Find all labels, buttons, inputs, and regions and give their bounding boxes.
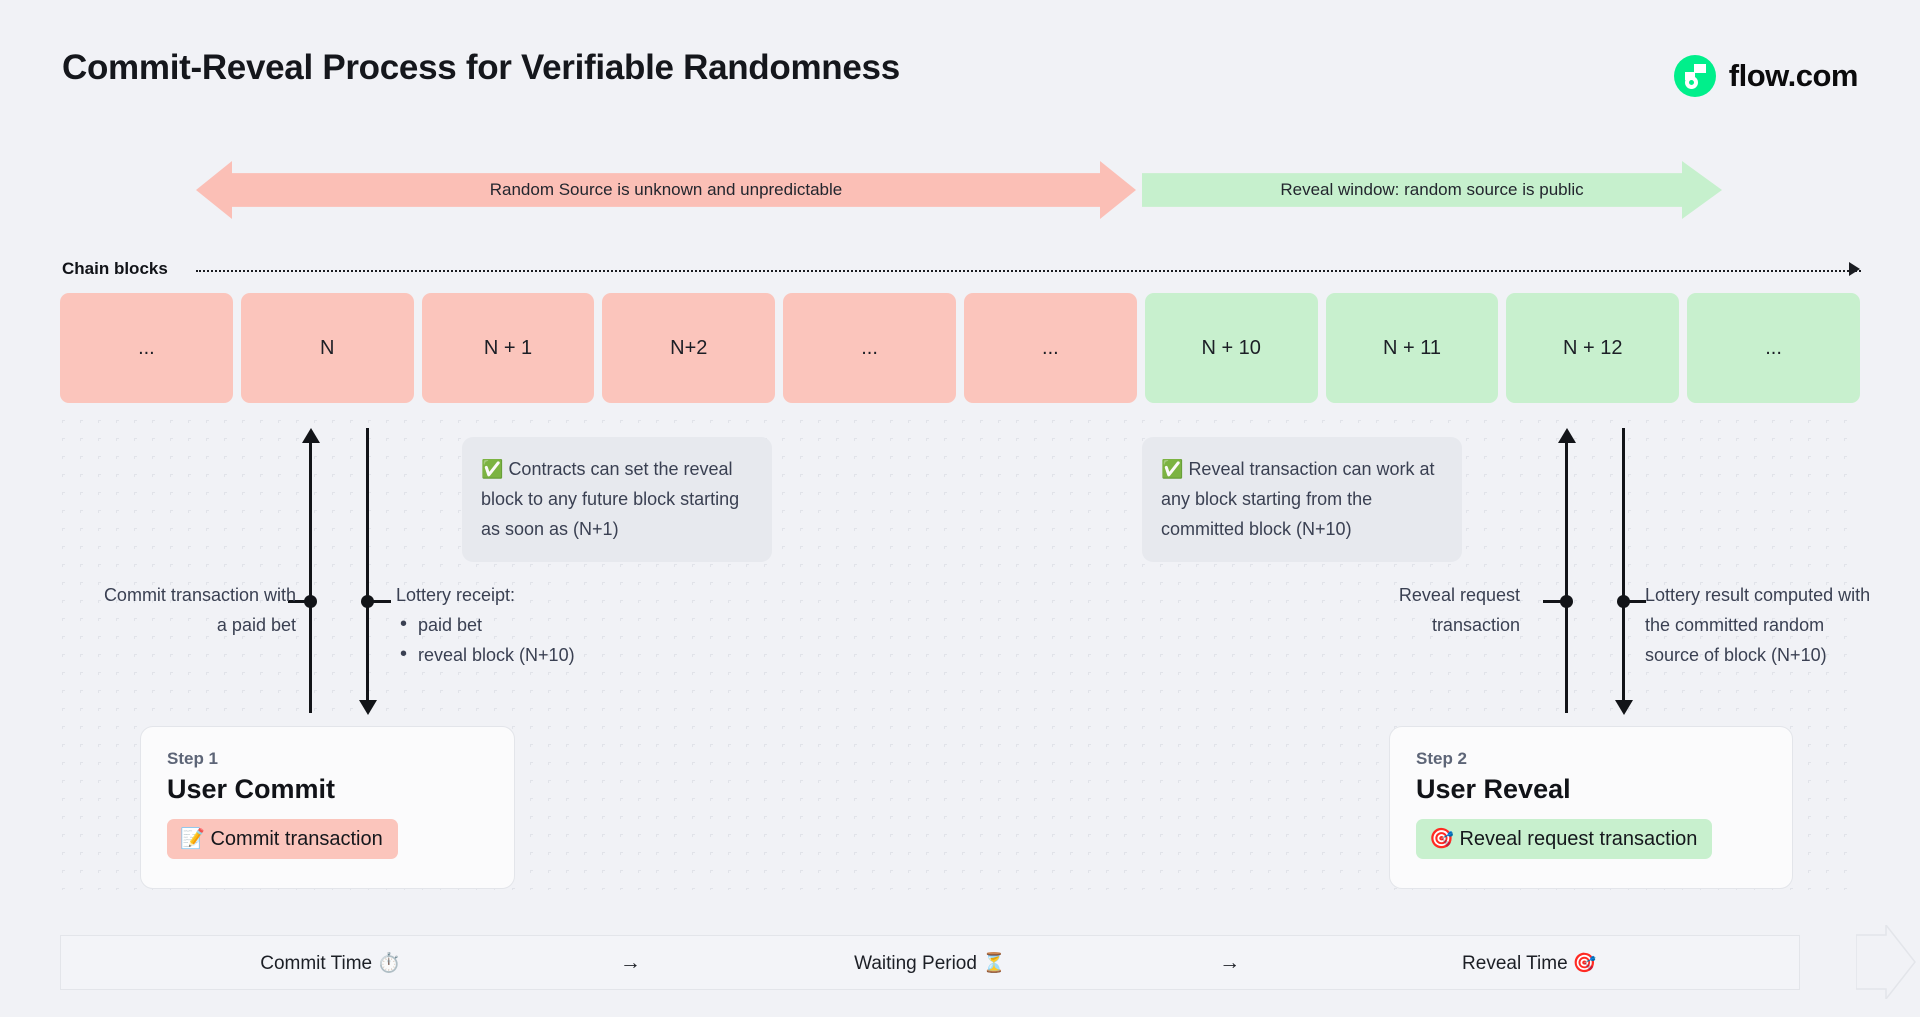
- chain-blocks-label: Chain blocks: [62, 259, 168, 278]
- receipt-arrow-head-icon: [359, 700, 377, 715]
- receipt-arrow-dot-icon: [361, 595, 374, 608]
- commit-arrow-stub: [288, 600, 310, 603]
- chain-block[interactable]: ...: [1687, 293, 1860, 403]
- commit-arrow-line: [309, 441, 312, 713]
- timeline-segment-waiting-period: Waiting Period ⏳: [854, 952, 1006, 974]
- result-arrow-stub: [1623, 600, 1646, 603]
- chain-block[interactable]: ...: [783, 293, 956, 403]
- flow-logo-icon: [1673, 55, 1716, 97]
- commit-transaction-chip[interactable]: 📝 Commit transaction: [167, 819, 398, 859]
- step-card-user-reveal: Step 2 User Reveal 🎯 Reveal request tran…: [1389, 726, 1793, 889]
- timeline-segment-reveal-time: Reveal Time 🎯: [1462, 952, 1597, 974]
- reveal-arrow-line: [1565, 441, 1568, 713]
- note-commit-text: Contracts can set the reveal block to an…: [481, 459, 740, 539]
- chain-block[interactable]: ...: [963, 293, 1137, 403]
- chain-block[interactable]: N + 12: [1506, 293, 1680, 403]
- banner-reveal-phase: Reveal window: random source is public: [1142, 161, 1722, 219]
- memo-icon: 📝: [180, 828, 205, 850]
- result-arrow-dot-icon: [1617, 595, 1630, 608]
- banner-commit-phase: Random Source is unknown and unpredictab…: [196, 161, 1136, 219]
- receipt-arrow-line: [366, 428, 369, 700]
- note-commit-block: ✅ Contracts can set the reveal block to …: [462, 437, 772, 562]
- commit-arrow-head-icon: [302, 428, 320, 443]
- timeline-arrow-icon: →: [619, 950, 641, 974]
- step-1-title: User Commit: [167, 774, 336, 804]
- annotation-lottery-receipt-title: Lottery receipt:: [396, 585, 516, 605]
- reveal-request-transaction-chip[interactable]: 🎯 Reveal request transaction: [1416, 819, 1713, 859]
- chain-blocks-row: ... N N + 1 N+2 ... ... N + 10 N + 11 N …: [60, 293, 1860, 403]
- step-card-user-commit: Step 1 User Commit 📝 Commit transaction: [140, 726, 515, 889]
- note-reveal-block: ✅ Reveal transaction can work at any blo…: [1142, 437, 1462, 562]
- step-2-eyebrow: Step 2: [1416, 749, 1468, 768]
- banner-commit-phase-label: Random Source is unknown and unpredictab…: [489, 180, 843, 199]
- chain-block[interactable]: ...: [60, 293, 233, 403]
- annotation-lottery-receipt-list: paid bet reveal block (N+10): [396, 609, 696, 670]
- step-2-title: User Reveal: [1416, 774, 1571, 804]
- brand-logo: flow.com: [1673, 55, 1859, 97]
- chain-block[interactable]: N + 10: [1144, 293, 1318, 403]
- commit-arrow-dot-icon: [304, 595, 317, 608]
- result-arrow-head-icon: [1615, 700, 1633, 715]
- step-1-eyebrow: Step 1: [167, 749, 219, 768]
- reveal-request-transaction-chip-label: Reveal request transaction: [1459, 828, 1698, 850]
- white-check-mark-icon: ✅: [481, 459, 504, 479]
- reveal-arrow-head-icon: [1558, 428, 1576, 443]
- reveal-arrow-stub: [1543, 600, 1566, 603]
- chain-axis-arrow-icon: [1849, 262, 1860, 276]
- annotation-reveal-request: Reveal request transaction: [1398, 585, 1520, 635]
- timeline-arrow-icon: →: [1219, 950, 1241, 974]
- annotation-commit-transaction: Commit transaction with a paid bet: [103, 585, 296, 635]
- phase-timeline-bar: Commit Time ⏱️ → Waiting Period ⏳ → Reve…: [60, 935, 1800, 990]
- annotation-lottery-result: Lottery result computed with the committ…: [1645, 585, 1871, 665]
- commit-transaction-chip-label: Commit transaction: [210, 828, 383, 850]
- white-check-mark-icon: ✅: [1161, 459, 1184, 479]
- annotation-lottery-receipt: Lottery receipt: paid bet reveal block (…: [396, 580, 696, 670]
- brand-name: flow.com: [1728, 58, 1859, 93]
- result-arrow-line: [1622, 428, 1625, 700]
- chain-block[interactable]: N: [240, 293, 414, 403]
- chain-block[interactable]: N + 1: [421, 293, 595, 403]
- direct-hit-icon: 🎯: [1429, 828, 1454, 850]
- chain-block[interactable]: N + 11: [1325, 293, 1499, 403]
- chain-block[interactable]: N+2: [602, 293, 776, 403]
- list-item: reveal block (N+10): [396, 639, 696, 670]
- reveal-arrow-dot-icon: [1560, 595, 1573, 608]
- list-item: paid bet: [396, 609, 696, 640]
- page-title: Commit-Reveal Process for Verifiable Ran…: [62, 48, 900, 87]
- timeline-segment-commit-time: Commit Time ⏱️: [260, 952, 402, 974]
- note-reveal-text: Reveal transaction can work at any block…: [1161, 459, 1435, 539]
- banner-reveal-phase-label: Reveal window: random source is public: [1280, 180, 1584, 199]
- receipt-arrow-stub: [367, 600, 391, 603]
- chain-axis-line: [196, 270, 1861, 272]
- timeline-arrow-head-icon: [1798, 925, 1916, 999]
